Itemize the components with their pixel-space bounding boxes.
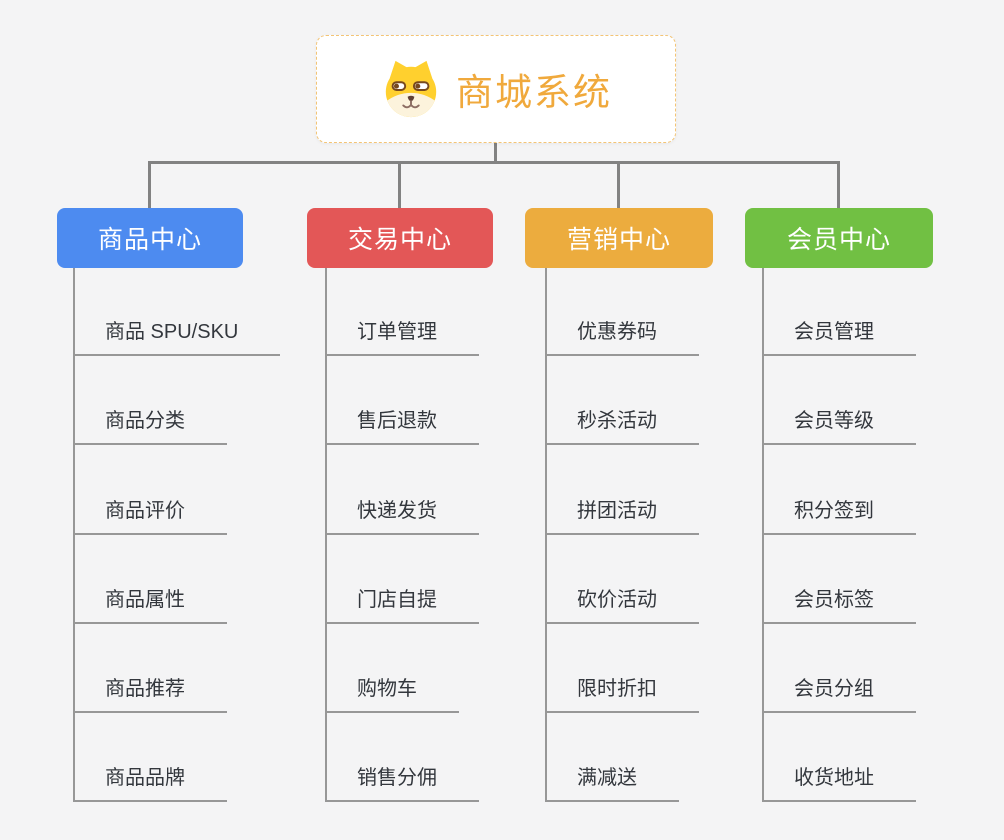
subtopic-label: 砍价活动: [577, 589, 657, 611]
subtopic-item[interactable]: 商品推荐: [73, 676, 227, 713]
subtopic-item[interactable]: 会员管理: [762, 319, 916, 356]
branch-topic-label: 商品中心: [97, 226, 202, 254]
connector-line: [148, 161, 840, 164]
subtopic-item[interactable]: 门店自提: [325, 587, 479, 624]
subtopic-item[interactable]: 商品 SPU/SKU: [73, 319, 281, 356]
connector-line: [148, 161, 151, 209]
subtopic-item[interactable]: 秒杀活动: [545, 408, 699, 445]
subtopic-label: 商品推荐: [105, 678, 185, 700]
connector-line: [837, 161, 840, 209]
branch-topic-label: 会员中心: [786, 226, 891, 254]
subtopic-label: 会员管理: [794, 321, 874, 343]
branch-topic-label: 营销中心: [566, 226, 671, 254]
subtopic-item[interactable]: 满减送: [545, 765, 679, 802]
subtopic-item[interactable]: 会员等级: [762, 408, 916, 445]
connector-line: [398, 161, 401, 209]
subtopic-label: 商品品牌: [105, 767, 185, 789]
subtopic-item[interactable]: 快递发货: [325, 498, 479, 535]
branch-topic-product-center[interactable]: 商品中心: [57, 208, 243, 268]
subtopic-item[interactable]: 限时折扣: [545, 676, 699, 713]
subtopic-item[interactable]: 砍价活动: [545, 587, 699, 624]
subtopic-item[interactable]: 商品分类: [73, 408, 227, 445]
subtopic-item[interactable]: 会员标签: [762, 587, 916, 624]
subtopic-label: 会员分组: [794, 678, 874, 700]
subtopic-label: 售后退款: [357, 410, 437, 432]
subtopic-label: 订单管理: [357, 321, 437, 343]
subtopic-item[interactable]: 商品评价: [73, 498, 227, 535]
subtopic-label: 销售分佣: [357, 767, 437, 789]
subtopic-label: 快递发货: [357, 500, 437, 522]
subtopic-item[interactable]: 订单管理: [325, 319, 479, 356]
branch-trunk-line: [325, 268, 327, 802]
subtopic-item[interactable]: 商品品牌: [73, 765, 227, 802]
branch-topic-trade-center[interactable]: 交易中心: [307, 208, 493, 268]
subtopic-label: 限时折扣: [577, 678, 657, 700]
shiba-dog-icon: [380, 58, 442, 120]
connector-line: [494, 142, 497, 162]
subtopic-item[interactable]: 销售分佣: [325, 765, 479, 802]
subtopic-item[interactable]: 售后退款: [325, 408, 479, 445]
subtopic-label: 秒杀活动: [577, 410, 657, 432]
branch-topic-label: 交易中心: [347, 226, 452, 254]
subtopic-item[interactable]: 购物车: [325, 676, 459, 713]
subtopic-label: 购物车: [357, 678, 417, 700]
branch-topic-marketing-center[interactable]: 营销中心: [525, 208, 713, 268]
subtopic-label: 商品 SPU/SKU: [105, 321, 239, 343]
subtopic-item[interactable]: 商品属性: [73, 587, 227, 624]
subtopic-item[interactable]: 优惠券码: [545, 319, 699, 356]
subtopic-label: 商品属性: [105, 589, 185, 611]
subtopic-item[interactable]: 积分签到: [762, 498, 916, 535]
connector-line: [617, 161, 620, 209]
subtopic-label: 满减送: [577, 767, 637, 789]
subtopic-item[interactable]: 会员分组: [762, 676, 916, 713]
branch-trunk-line: [73, 268, 75, 802]
subtopic-label: 收货地址: [794, 767, 874, 789]
subtopic-label: 会员等级: [794, 410, 874, 432]
subtopic-label: 优惠券码: [577, 321, 657, 343]
subtopic-label: 门店自提: [357, 589, 437, 611]
subtopic-label: 商品评价: [105, 500, 185, 522]
branch-topic-member-center[interactable]: 会员中心: [745, 208, 933, 268]
branch-trunk-line: [545, 268, 547, 802]
root-topic[interactable]: 商城系统: [316, 35, 676, 143]
subtopic-label: 积分签到: [794, 500, 874, 522]
branch-trunk-line: [762, 268, 764, 802]
subtopic-item[interactable]: 收货地址: [762, 765, 916, 802]
subtopic-item[interactable]: 拼团活动: [545, 498, 699, 535]
root-topic-label: 商城系统: [456, 72, 612, 113]
subtopic-label: 会员标签: [794, 589, 874, 611]
subtopic-label: 商品分类: [105, 410, 185, 432]
subtopic-label: 拼团活动: [577, 500, 657, 522]
